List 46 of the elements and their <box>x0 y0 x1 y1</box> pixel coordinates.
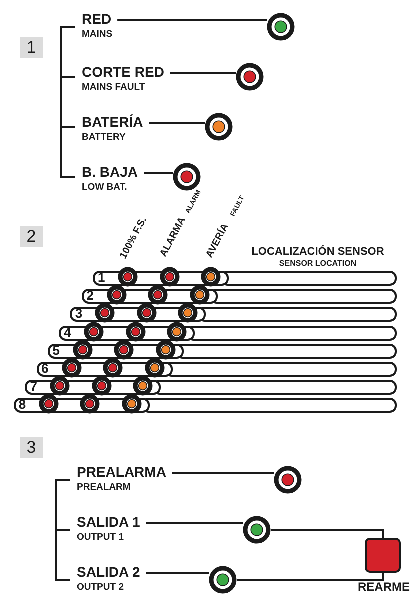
indicator-label: CORTE RED <box>82 64 164 81</box>
indicator-translation: LOW BAT. <box>82 181 128 194</box>
zone-number: 6 <box>42 361 49 376</box>
connector-line <box>146 522 243 524</box>
indicator-label: PREALARMA <box>77 464 166 481</box>
zone-number: 3 <box>75 306 83 321</box>
indicator-led <box>209 566 237 594</box>
reset-button <box>365 538 401 573</box>
indicator-translation: BATTERY <box>82 131 127 144</box>
zone-number: 1 <box>98 270 106 285</box>
connector-line <box>118 19 267 21</box>
zone-number: 2 <box>86 288 94 303</box>
indicator-led <box>243 516 271 544</box>
zone-number: 8 <box>18 397 26 412</box>
connector-line <box>237 573 384 581</box>
indicator-led <box>267 13 295 41</box>
column-header: SENSOR LOCATION <box>278 259 358 268</box>
section-number: 3 <box>20 437 43 458</box>
zone-number: 4 <box>64 325 72 340</box>
zone-number: 7 <box>30 379 38 394</box>
connector-line <box>271 529 384 538</box>
indicator-translation: MAINS FAULT <box>82 81 146 94</box>
indicator-led <box>274 466 302 494</box>
indicator-led <box>173 163 201 191</box>
indicator-label: B. BAJA <box>82 164 138 181</box>
column-header: 100% F.S. <box>118 216 150 261</box>
indicator-translation: OUTPUT 2 <box>77 581 125 594</box>
connector-line <box>170 72 236 74</box>
zone-number: 5 <box>52 343 60 358</box>
indicator-translation: OUTPUT 1 <box>77 531 125 544</box>
indicator-translation: PREALARM <box>77 481 132 494</box>
indicator-label: SALIDA 2 <box>77 564 140 581</box>
connector-line <box>146 572 209 574</box>
indicator-label: SALIDA 1 <box>77 514 140 531</box>
section-number: 1 <box>20 37 43 58</box>
connector-line <box>172 472 274 474</box>
section-number: 2 <box>20 226 43 247</box>
column-header: LOCALIZACIÓN SENSOR <box>250 246 386 258</box>
connector-line <box>144 172 173 174</box>
connector-line <box>149 122 205 124</box>
indicator-label: BATERÍA <box>82 114 144 131</box>
indicator-label: RED <box>82 11 113 28</box>
indicator-led <box>236 63 264 91</box>
button-caption: REARME <box>358 580 410 594</box>
indicator-translation: MAINS <box>82 28 113 41</box>
indicator-led <box>205 113 233 141</box>
